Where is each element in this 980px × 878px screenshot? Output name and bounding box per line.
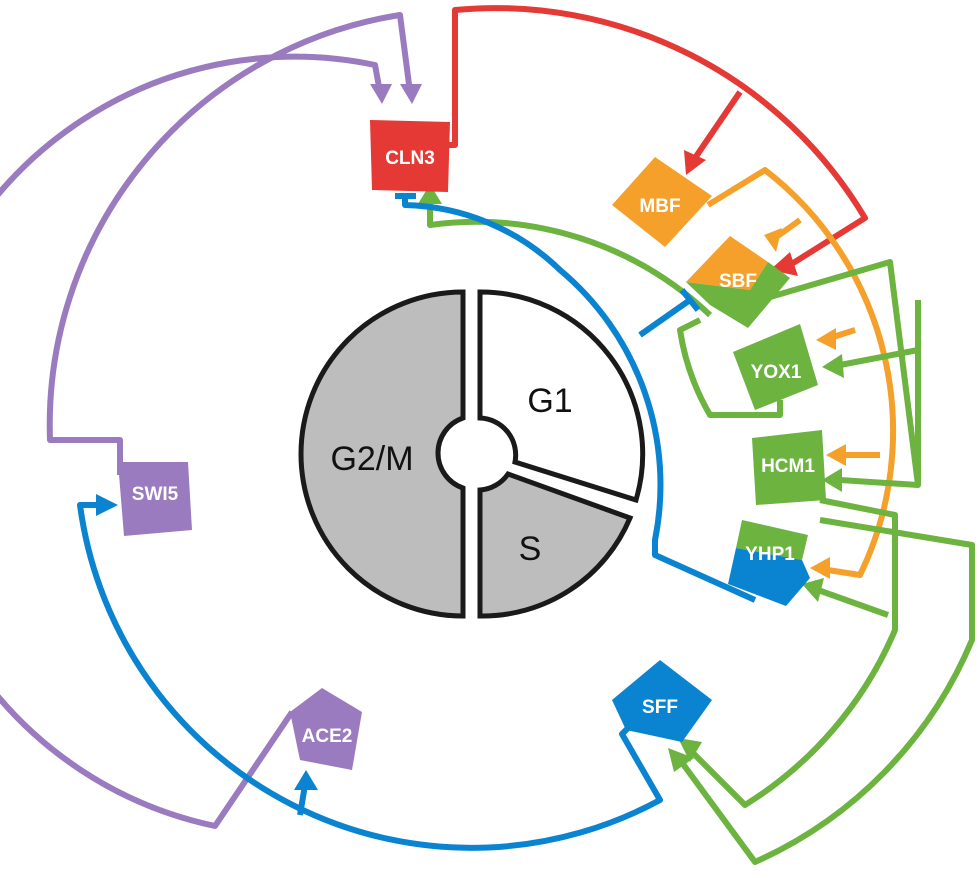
- node-ace2-shape: [290, 688, 362, 770]
- edge-swi5-cln3: [46, 12, 413, 475]
- edge-cln3-mbf-arrowhead: [684, 150, 706, 175]
- edge-mbf-hcm1-arrowhead: [826, 444, 846, 466]
- edge-yhp1-sff: [677, 517, 975, 865]
- phase-s-segment: [477, 470, 634, 619]
- phase-g1-segment: [477, 289, 646, 504]
- edge-hcm1-sff: [687, 497, 898, 808]
- node-hcm1-shape: [752, 430, 826, 505]
- phase-g2m-segment: [298, 289, 466, 619]
- edge-sbf-targets-b: [759, 259, 921, 488]
- cell-cycle-wheel: G1 S G2/M: [298, 289, 646, 619]
- edges: [0, 5, 975, 865]
- edge-sbf-cln3: [427, 198, 713, 318]
- edge-sbf-targets-a: [677, 317, 783, 418]
- node-yhp1-shape-bottom: [728, 548, 810, 606]
- node-yhp1-shape-top: [736, 520, 808, 560]
- node-swi5[interactable]: SWI5: [118, 462, 192, 536]
- edge-swi5-cln3-arrowhead: [400, 84, 422, 104]
- edge-sff-ace2-arrowhead: [294, 770, 318, 790]
- edge-sbf-hcm1-arrowhead: [822, 468, 842, 492]
- edge-ace2-cln3-arrowhead: [370, 84, 392, 104]
- edge-sbf-hcm1: [839, 477, 919, 488]
- nodes: CLN3 MBF SBF YOX1 HCM1 YHP1: [118, 120, 826, 770]
- edge-ace2-cln3: [0, 53, 383, 829]
- edge-yhp1-sbf-tbar: [679, 288, 701, 312]
- edge-sff-swi5-arrowhead: [96, 494, 118, 516]
- node-sff-shape: [612, 660, 712, 742]
- node-sff-label: SFF: [642, 697, 678, 718]
- edge-yhp1-sff-arrowhead: [668, 748, 694, 772]
- node-yhp1-label: YHP1: [745, 544, 795, 565]
- node-yox1-shape: [733, 324, 818, 410]
- edge-yhp1-sbf-repression: [638, 297, 692, 338]
- edge-sbf-cln3-arrowhead: [418, 184, 442, 204]
- edge-sbf-yhp1: [816, 587, 890, 618]
- edge-mbf-yox1-arrowhead: [816, 328, 836, 350]
- edge-cln3-mbf: [692, 90, 743, 160]
- node-yox1-label: YOX1: [751, 362, 802, 383]
- node-mbf[interactable]: MBF: [612, 157, 712, 247]
- edge-sbf-yox1: [839, 347, 919, 368]
- node-cln3-shape: [370, 120, 450, 192]
- node-sbf[interactable]: SBF: [686, 236, 790, 328]
- node-sbf-label: SBF: [719, 271, 757, 292]
- phase-s-label: S: [519, 530, 542, 568]
- node-cln3-label: CLN3: [385, 148, 435, 169]
- node-mbf-label: MBF: [639, 196, 680, 217]
- edge-cln3-activation: [442, 5, 868, 268]
- edge-yhp1-cln3-repression: [402, 197, 757, 603]
- node-swi5-shape: [118, 462, 192, 536]
- node-sbf-shape-bottom: [686, 262, 790, 328]
- edge-sbf-yhp1-arrowhead: [802, 578, 824, 602]
- edge-hcm1-sff-arrowhead: [678, 738, 702, 762]
- edge-sbf-yox1-arrowhead: [822, 354, 844, 378]
- node-hcm1[interactable]: HCM1: [752, 430, 826, 505]
- phase-g1-label: G1: [527, 382, 572, 420]
- node-sff[interactable]: SFF: [612, 660, 712, 742]
- node-hcm1-label: HCM1: [761, 456, 815, 477]
- edge-mbf-yhp1-arrowhead: [810, 557, 830, 579]
- node-yhp1[interactable]: YHP1: [728, 520, 810, 606]
- phase-g2m-label: G2/M: [330, 440, 413, 478]
- node-cln3[interactable]: CLN3: [370, 120, 450, 192]
- node-swi5-label: SWI5: [132, 484, 179, 505]
- node-ace2[interactable]: ACE2: [290, 688, 362, 770]
- node-mbf-shape: [612, 157, 712, 247]
- edge-mbf-sbf-arrowhead: [764, 228, 782, 252]
- node-yox1[interactable]: YOX1: [733, 324, 818, 410]
- node-ace2-label: ACE2: [302, 726, 353, 747]
- node-sbf-shape-top: [686, 236, 768, 290]
